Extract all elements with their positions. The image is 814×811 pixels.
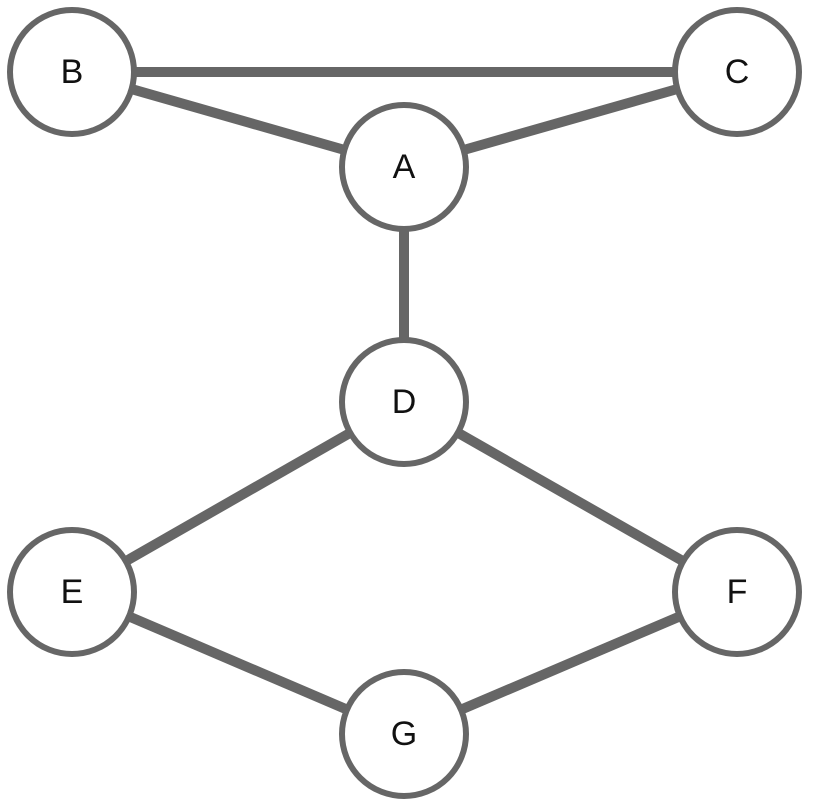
node-b: B bbox=[7, 7, 137, 137]
node-label: D bbox=[392, 383, 417, 421]
node-circle bbox=[7, 527, 137, 657]
nodes-layer: A B C D E F G bbox=[7, 7, 802, 799]
node-label: C bbox=[725, 53, 750, 91]
node-g: G bbox=[339, 669, 469, 799]
node-circle bbox=[7, 7, 137, 137]
node-circle bbox=[672, 7, 802, 137]
node-a: A bbox=[339, 102, 469, 232]
node-label: A bbox=[393, 148, 416, 186]
node-label: F bbox=[727, 573, 748, 611]
node-circle bbox=[339, 669, 469, 799]
node-d: D bbox=[339, 337, 469, 467]
node-e: E bbox=[7, 527, 137, 657]
node-f: F bbox=[672, 527, 802, 657]
node-circle bbox=[339, 337, 469, 467]
node-label: G bbox=[391, 715, 417, 753]
node-label: E bbox=[61, 573, 84, 611]
node-circle bbox=[672, 527, 802, 657]
node-label: B bbox=[61, 53, 84, 91]
node-c: C bbox=[672, 7, 802, 137]
node-circle bbox=[339, 102, 469, 232]
